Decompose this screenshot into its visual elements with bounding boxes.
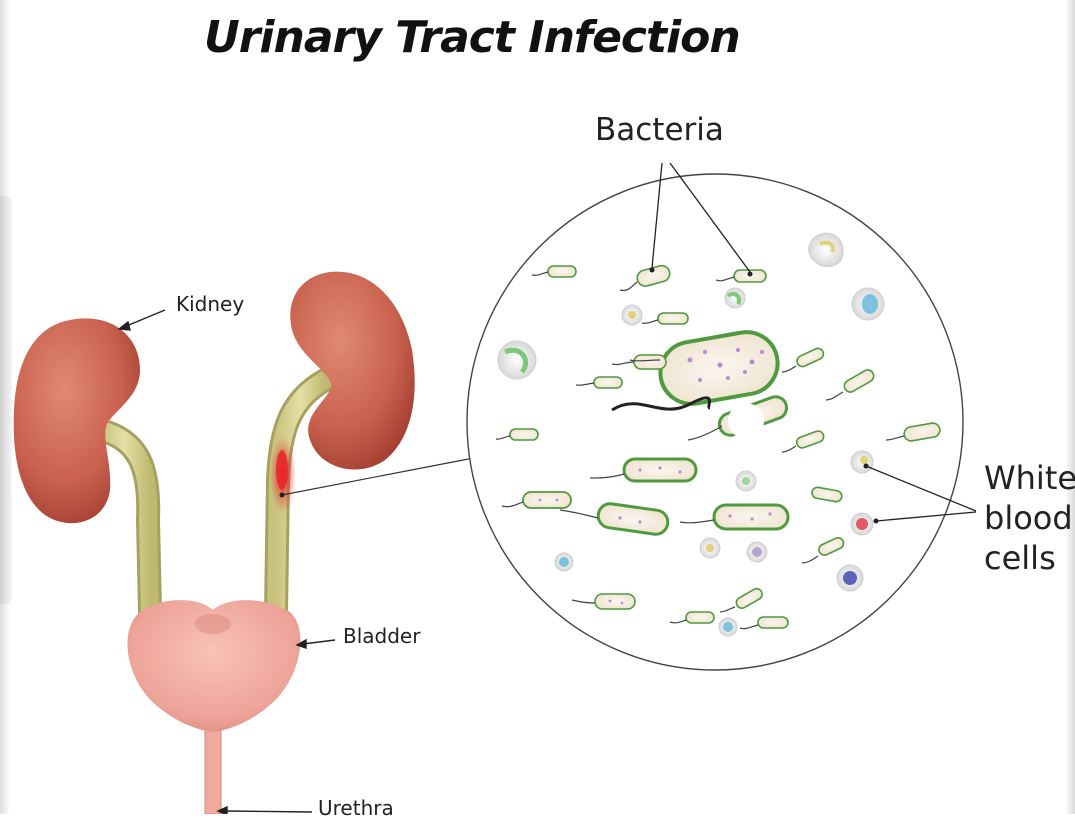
bladder (127, 600, 301, 732)
bacteria-pointers (651, 162, 751, 273)
right-kidney (290, 271, 415, 470)
kidney-label: Kidney (176, 292, 245, 316)
left-ureter-fill (91, 421, 159, 621)
wbc-pointers (865, 465, 977, 522)
wbc-label-line3: cells (984, 539, 1056, 577)
bacteria-dots (538, 348, 772, 605)
magnified-view (466, 173, 964, 671)
bladder-label: Bladder (343, 624, 421, 648)
bacteria-label: Bacteria (595, 112, 724, 148)
screen-edge-tab (0, 196, 12, 604)
white-blood-cells-label: White blood cells (984, 458, 1075, 578)
left-kidney (13, 318, 141, 524)
anatomy-pointers (117, 309, 336, 814)
diagram-title: Urinary Tract Infection (204, 12, 741, 63)
glare-spot (728, 403, 764, 439)
bacteria-flagella (495, 271, 905, 630)
magnify-connector (281, 455, 485, 496)
wbc-label-line1: White (984, 459, 1075, 497)
white-blood-cells (497, 232, 885, 637)
screen-edge-right (1065, 0, 1075, 814)
wbc-label-line2: blood (984, 499, 1073, 537)
urethra-label: Urethra (318, 796, 394, 820)
bacteria-group (509, 264, 941, 629)
infection-core (276, 450, 288, 490)
